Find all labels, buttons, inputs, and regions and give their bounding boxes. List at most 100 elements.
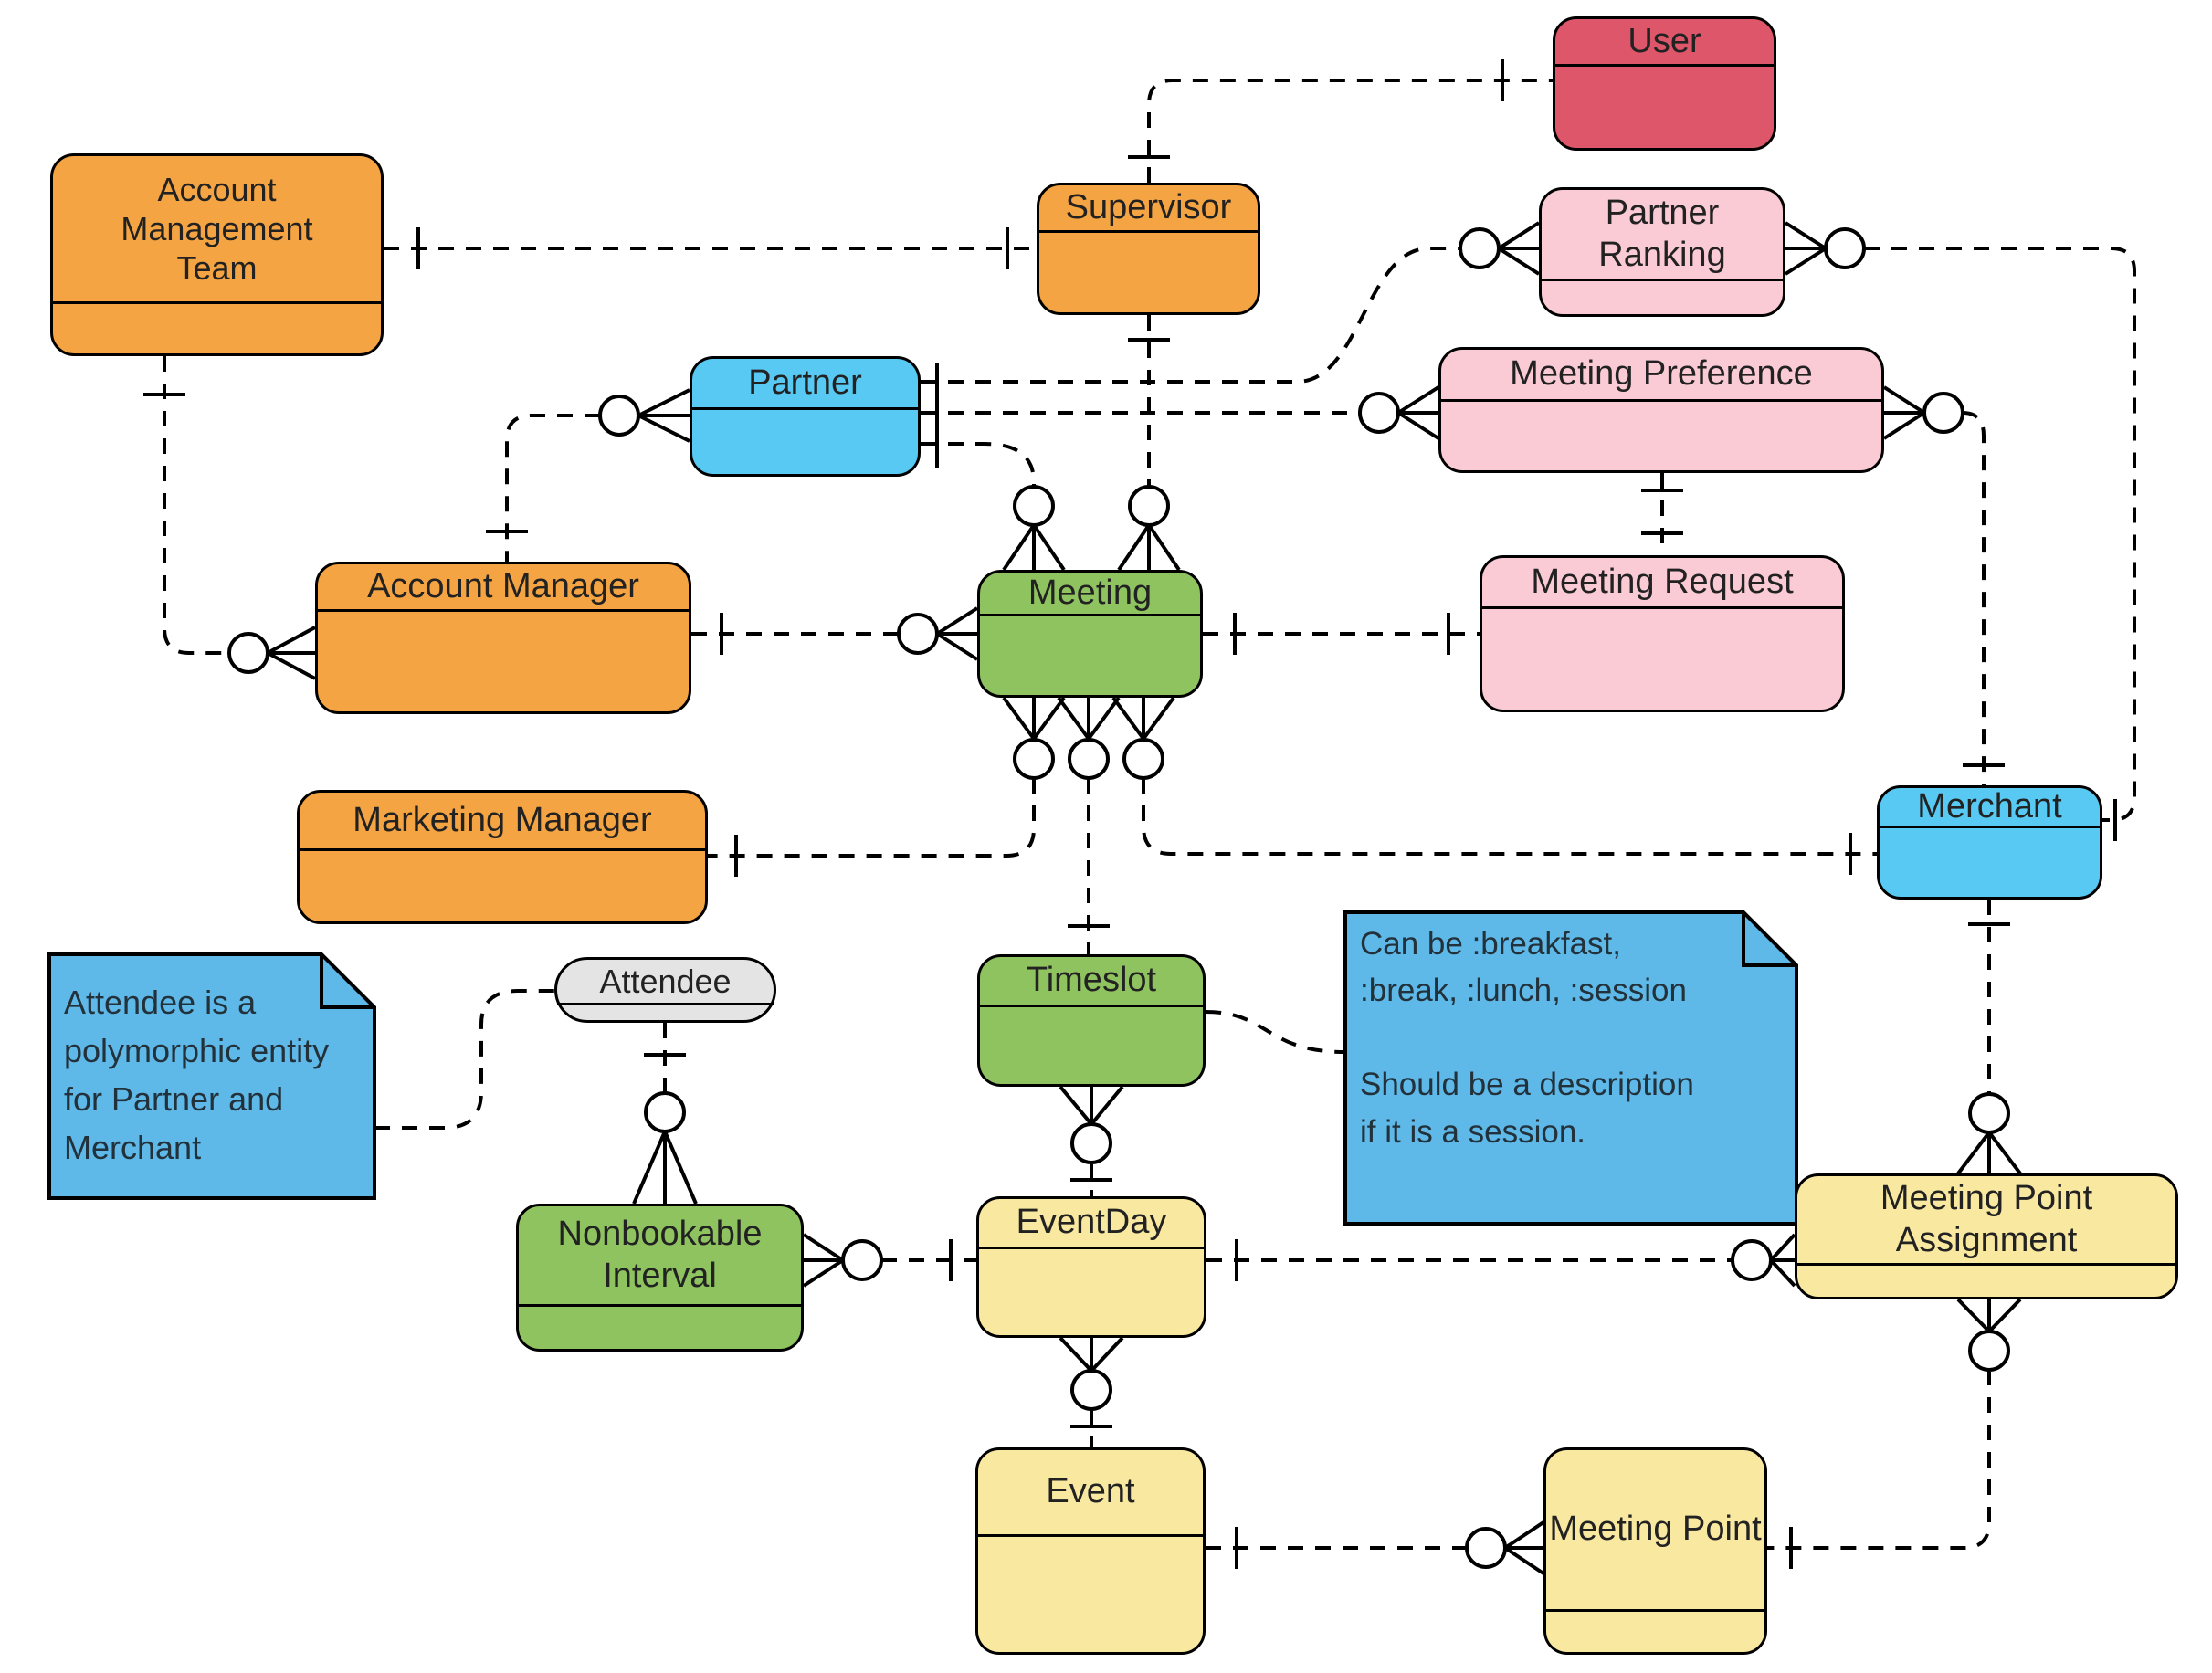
entity-attendee-header: Attendee bbox=[557, 960, 774, 1005]
entity-meeting-point-assignment: Meeting Point Assignment bbox=[1795, 1173, 2178, 1299]
entity-event: Event bbox=[975, 1447, 1206, 1655]
entity-meeting-request: Meeting Request bbox=[1480, 555, 1845, 712]
entity-eventday-label: EventDay bbox=[1016, 1203, 1167, 1242]
rel-meeting-merchant bbox=[1111, 696, 1877, 875]
entity-meeting-point-body bbox=[1546, 1612, 1764, 1652]
entity-supervisor-header: Supervisor bbox=[1039, 185, 1258, 233]
entity-eventday-header: EventDay bbox=[979, 1199, 1204, 1249]
entity-meeting-label: Meeting bbox=[1027, 573, 1153, 612]
entity-event-header: Event bbox=[978, 1450, 1203, 1537]
entity-meeting-request-header: Meeting Request bbox=[1482, 558, 1842, 609]
entity-merchant-label: Merchant bbox=[1917, 786, 2062, 826]
attendee-note-shape bbox=[47, 952, 376, 1200]
rel-partner-ranking-merchant bbox=[1784, 221, 2136, 841]
entity-user-label: User bbox=[1627, 21, 1701, 60]
entity-nonbookable-interval-label: Nonbookable Interval bbox=[557, 1214, 763, 1295]
entity-merchant-header: Merchant bbox=[1880, 786, 2100, 828]
entity-partner-ranking-body bbox=[1542, 281, 1783, 314]
entity-eventday: EventDay bbox=[976, 1196, 1206, 1338]
timeslot-note-text: Can be :breakfast, :break, :lunch, :sess… bbox=[1360, 926, 1694, 1150]
entity-supervisor-body bbox=[1039, 233, 1258, 312]
rel-account-management-team-supervisor bbox=[384, 227, 1037, 269]
entity-marketing-manager-body bbox=[300, 851, 705, 921]
entity-partner-body bbox=[692, 410, 918, 474]
rel-partner-partner-ranking bbox=[921, 221, 1541, 468]
rel-meeting-timeslot bbox=[1057, 696, 1121, 954]
entity-account-manager: Account Manager bbox=[315, 562, 691, 714]
entity-marketing-manager-label: Marketing Manager bbox=[353, 800, 652, 839]
entity-nonbookable-interval: Nonbookable Interval bbox=[516, 1204, 804, 1352]
entity-meeting-point-assignment-header: Meeting Point Assignment bbox=[1797, 1176, 2175, 1266]
entity-marketing-manager-header: Marketing Manager bbox=[300, 793, 705, 851]
entity-marketing-manager: Marketing Manager bbox=[297, 790, 708, 924]
link-timeslot-note bbox=[1205, 1010, 1346, 1054]
entity-account-management-team-body bbox=[53, 304, 381, 353]
rel-merchant-meeting-point-assignment bbox=[1956, 900, 2022, 1175]
rel-timeslot-eventday bbox=[1059, 1085, 1124, 1196]
entity-nonbookable-interval-body bbox=[519, 1307, 801, 1349]
rel-account-manager-meeting bbox=[691, 606, 979, 661]
entity-meeting-preference-body bbox=[1441, 402, 1881, 470]
entity-account-management-team-label: Account Management Team bbox=[121, 170, 313, 288]
entity-merchant-body bbox=[1880, 828, 2100, 897]
entity-meeting-body bbox=[980, 616, 1200, 695]
entity-partner-ranking: Partner Ranking bbox=[1539, 187, 1785, 317]
rel-meeting-preference-meeting-request bbox=[1641, 473, 1683, 555]
entity-user-body bbox=[1555, 67, 1774, 148]
entity-timeslot-label: Timeslot bbox=[1026, 961, 1157, 1000]
entity-meeting-point-assignment-label: Meeting Point Assignment bbox=[1880, 1178, 2093, 1259]
entity-account-management-team: Account Management Team bbox=[50, 153, 384, 356]
rel-supervisor-user bbox=[1128, 59, 1553, 183]
entity-timeslot: Timeslot bbox=[977, 954, 1206, 1087]
entity-partner: Partner bbox=[690, 356, 921, 477]
entity-meeting-preference-label: Meeting Preference bbox=[1510, 354, 1813, 394]
rel-supervisor-meeting bbox=[1117, 315, 1181, 572]
entity-attendee: Attendee bbox=[554, 957, 776, 1023]
entity-account-manager-header: Account Manager bbox=[318, 564, 689, 612]
entity-partner-label: Partner bbox=[748, 363, 862, 402]
entity-timeslot-header: Timeslot bbox=[980, 957, 1203, 1007]
entity-meeting-request-body bbox=[1482, 609, 1842, 710]
entity-meeting-point-assignment-body bbox=[1797, 1266, 2175, 1297]
rel-meeting-point-assignment-meeting-point bbox=[1767, 1298, 2022, 1569]
entity-account-management-team-header: Account Management Team bbox=[53, 156, 381, 304]
attendee-note-text: Attendee is a polymorphic entity for Par… bbox=[64, 984, 330, 1166]
rel-eventday-meeting-point-assignment bbox=[1206, 1233, 1796, 1288]
entity-meeting-point-label: Meeting Point bbox=[1549, 1510, 1762, 1549]
entity-meeting: Meeting bbox=[977, 570, 1203, 698]
rel-nonbookable-interval-eventday bbox=[802, 1233, 976, 1288]
entity-attendee-body bbox=[557, 1005, 774, 1020]
rel-attendee-nonbookable-interval bbox=[632, 1023, 698, 1205]
entity-supervisor: Supervisor bbox=[1037, 183, 1260, 315]
entity-timeslot-body bbox=[980, 1007, 1203, 1084]
timeslot-note-shape bbox=[1343, 910, 1798, 1226]
entity-attendee-label: Attendee bbox=[599, 962, 732, 1000]
rel-eventday-event bbox=[1059, 1336, 1124, 1447]
entity-event-label: Event bbox=[1046, 1472, 1135, 1511]
entity-user-header: User bbox=[1555, 19, 1774, 67]
entity-account-manager-body bbox=[318, 612, 689, 711]
entity-meeting-point: Meeting Point bbox=[1543, 1447, 1767, 1655]
entity-partner-ranking-header: Partner Ranking bbox=[1542, 190, 1783, 281]
entity-partner-ranking-label: Partner Ranking bbox=[1598, 193, 1726, 274]
entity-meeting-request-label: Meeting Request bbox=[1531, 562, 1794, 601]
entity-event-body bbox=[978, 1537, 1203, 1652]
rel-meeting-meeting-request bbox=[1203, 613, 1480, 655]
rel-partner-meeting bbox=[921, 442, 1066, 572]
entity-user: User bbox=[1553, 16, 1776, 151]
entity-eventday-body bbox=[979, 1249, 1204, 1335]
entity-meeting-point-header: Meeting Point bbox=[1546, 1450, 1764, 1612]
rel-account-management-team-account-manager bbox=[143, 356, 316, 680]
link-attendee-note bbox=[374, 989, 554, 1130]
rel-account-manager-partner bbox=[486, 388, 690, 562]
rel-event-meeting-point bbox=[1206, 1520, 1545, 1575]
entity-merchant: Merchant bbox=[1877, 785, 2102, 900]
entity-supervisor-label: Supervisor bbox=[1065, 187, 1232, 226]
entity-partner-header: Partner bbox=[692, 359, 918, 410]
entity-account-manager-label: Account Manager bbox=[367, 566, 639, 605]
entity-meeting-preference: Meeting Preference bbox=[1438, 347, 1884, 473]
rel-meeting-preference-merchant bbox=[1882, 385, 2005, 785]
entity-nonbookable-interval-header: Nonbookable Interval bbox=[519, 1206, 801, 1307]
